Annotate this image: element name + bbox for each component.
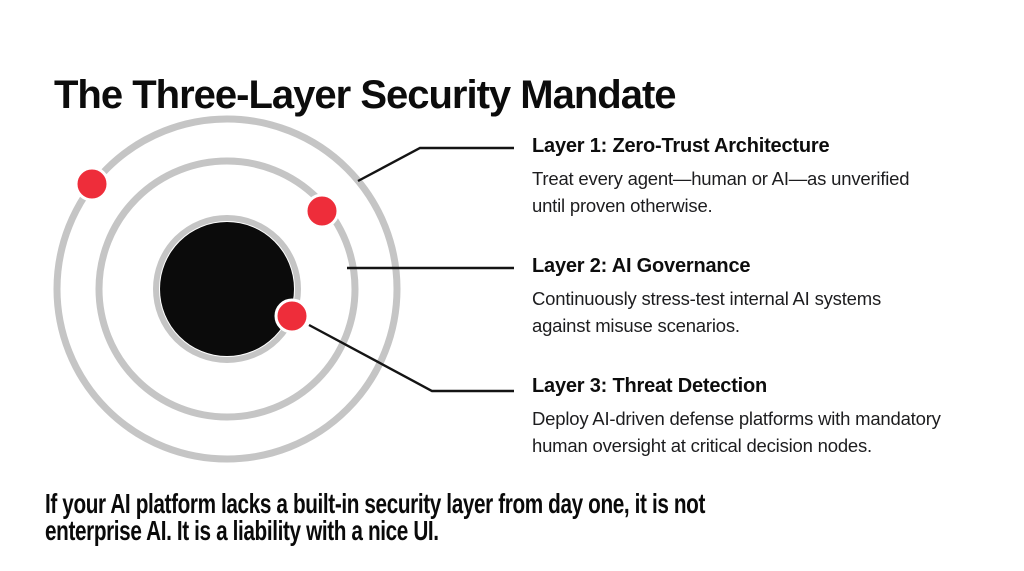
layer3-description-line1: Deploy AI-driven defense platforms with … (532, 408, 941, 429)
layer3-node-dot (274, 298, 310, 334)
layer1-connector-line (357, 146, 514, 183)
outer-ring (53, 115, 401, 463)
layer3-description: Deploy AI-driven defense platforms with … (532, 405, 992, 459)
layer3-description-line2: human oversight at critical decision nod… (532, 435, 873, 456)
layer3-connector-line (308, 323, 514, 393)
page-title: The Three-Layer Security Mandate (54, 72, 677, 117)
layer2-heading: Layer 2: AI Governance (532, 255, 751, 277)
closing-statement-line1: If your AI platform lacks a built-in sec… (45, 488, 705, 519)
layer2-text-block: Layer 2: AI Governance Continuously stre… (532, 253, 992, 339)
layer3-heading: Layer 3: Threat Detection (532, 375, 768, 397)
layer1-description: Treat every agent—human or AI—as unverif… (532, 165, 992, 219)
layer1-description-line1: Treat every agent—human or AI—as unverif… (532, 168, 910, 189)
layer3-text-block: Layer 3: Threat Detection Deploy AI-driv… (532, 373, 992, 459)
middle-ring (95, 157, 359, 421)
layer2-description: Continuously stress-test internal AI sys… (532, 285, 992, 339)
layer2-description-line1: Continuously stress-test internal AI sys… (532, 288, 882, 309)
layer1-text-block: Layer 1: Zero-Trust Architecture Treat e… (532, 133, 992, 219)
closing-statement-line2: enterprise AI. It is a liability with a … (45, 515, 439, 546)
core-circle (160, 222, 294, 356)
closing-statement: If your AI platform lacks a built-in sec… (45, 488, 937, 546)
layer2-node-dot (304, 193, 340, 229)
layer1-description-line2: until proven otherwise. (532, 195, 713, 216)
inner-ring (153, 215, 301, 363)
layer1-heading: Layer 1: Zero-Trust Architecture (532, 135, 830, 157)
layer1-node-dot (74, 166, 110, 202)
layer2-description-line2: against misuse scenarios. (532, 315, 740, 336)
